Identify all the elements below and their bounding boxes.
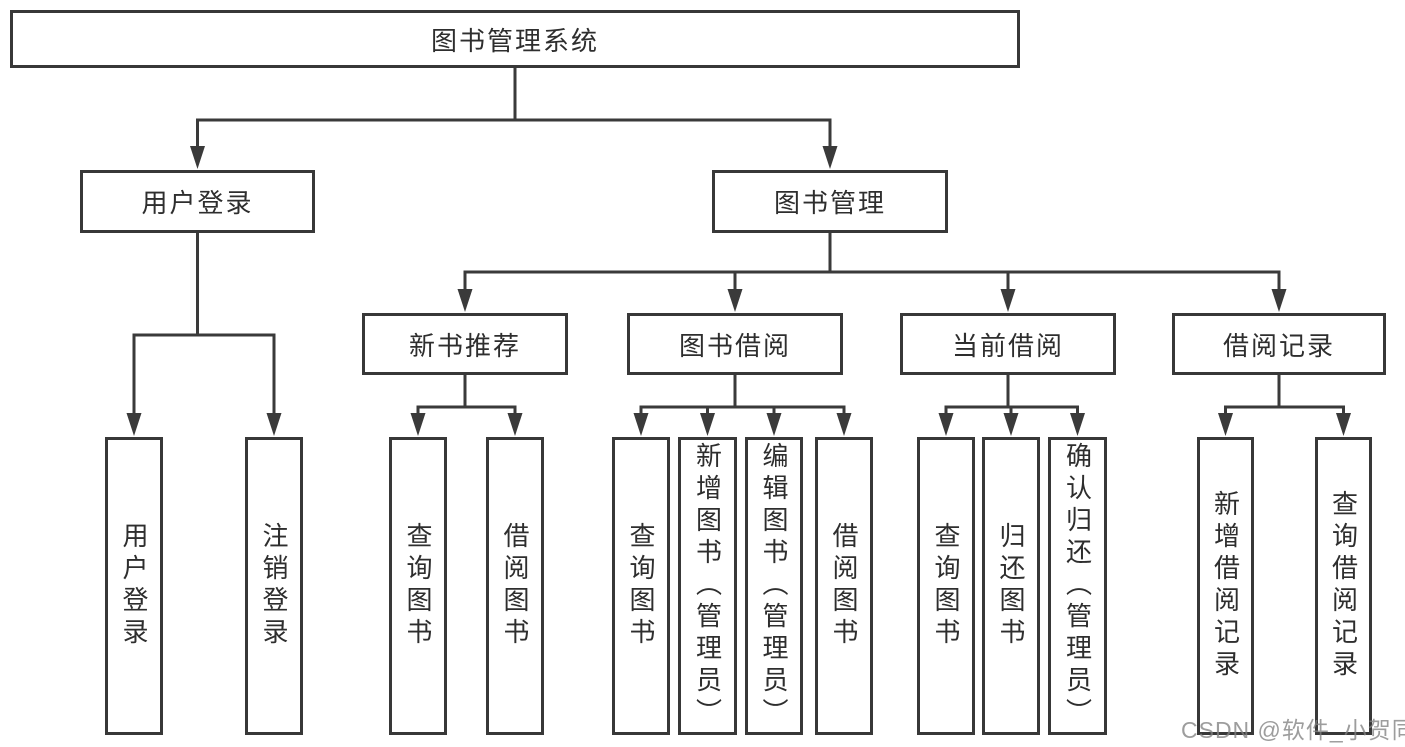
arrowhead-icon: [727, 289, 743, 312]
node-new-book-rec: 新书推荐: [362, 313, 568, 375]
node-cb-query-book: 查询图书: [917, 437, 975, 735]
node-label: 图书借阅: [678, 330, 791, 361]
node-book-mgmt: 图书管理: [712, 170, 948, 233]
node-br-add-record: 新增借阅记录: [1197, 437, 1254, 735]
node-br-query-record: 查询借阅记录: [1315, 437, 1372, 735]
arrowhead-icon: [766, 413, 782, 436]
node-cb-confirm-return: 确认归还（管理员）: [1048, 437, 1107, 735]
node-bb-edit-book: 编辑图书（管理员）: [745, 437, 803, 735]
node-label: 借阅记录: [1222, 330, 1335, 361]
csdn-watermark: CSDN @软件_小贺同学: [1181, 717, 1405, 743]
node-label: 图书管理系统: [430, 25, 599, 56]
node-leaf-logout: 注销登录: [245, 437, 303, 735]
arrowhead-icon: [507, 413, 523, 436]
arrowhead-icon: [457, 289, 473, 312]
arrowhead-icon: [700, 413, 715, 436]
node-bb-borrow-book: 借阅图书: [815, 437, 873, 735]
arrowhead-icon: [1336, 413, 1351, 436]
node-label: 新书推荐: [408, 330, 521, 361]
node-label: 查询图书: [931, 522, 961, 650]
node-leaf-user-login: 用户登录: [105, 437, 163, 735]
arrowhead-icon: [126, 413, 142, 436]
node-label: 编辑图书（管理员）: [759, 442, 789, 730]
node-label: 查询图书: [626, 522, 656, 650]
arrowhead-icon: [1003, 413, 1019, 436]
node-label: 借阅图书: [500, 522, 530, 650]
arrowhead-icon: [1070, 413, 1085, 436]
node-bb-add-book: 新增图书（管理员）: [678, 437, 737, 735]
node-label: 图书管理: [773, 188, 886, 218]
node-rec-borrow-book: 借阅图书: [486, 437, 544, 735]
node-label: 新增图书（管理员）: [692, 442, 723, 730]
arrowhead-icon: [266, 413, 282, 436]
arrowhead-icon: [190, 146, 205, 169]
arrowhead-icon: [1000, 289, 1016, 312]
node-cb-return-book: 归还图书: [982, 437, 1040, 735]
node-label: 查询图书: [403, 522, 433, 650]
node-label: 归还图书: [996, 522, 1026, 650]
arrowhead-icon: [1218, 413, 1233, 436]
node-current-borrow: 当前借阅: [900, 313, 1116, 375]
arrowhead-icon: [1271, 289, 1287, 312]
node-label: 当前借阅: [951, 330, 1064, 361]
node-borrow-records: 借阅记录: [1172, 313, 1386, 375]
node-rec-query-book: 查询图书: [389, 437, 447, 735]
node-label: 用户登录: [119, 522, 149, 650]
node-root: 图书管理系统: [10, 10, 1020, 68]
node-label: 借阅图书: [829, 522, 859, 650]
node-user-login: 用户登录: [80, 170, 315, 233]
arrowhead-icon: [938, 413, 954, 436]
node-label: 注销登录: [259, 522, 289, 650]
node-book-borrow: 图书借阅: [627, 313, 843, 375]
node-label: 新增借阅记录: [1210, 490, 1241, 682]
arrowhead-icon: [633, 413, 649, 436]
arrowhead-icon: [410, 413, 426, 436]
node-bb-query-book: 查询图书: [612, 437, 670, 735]
node-label: 用户登录: [141, 188, 254, 218]
node-label: 确认归还（管理员）: [1062, 442, 1093, 730]
node-label: 查询借阅记录: [1328, 490, 1359, 682]
arrowhead-icon: [822, 146, 838, 169]
arrowhead-icon: [836, 413, 852, 436]
